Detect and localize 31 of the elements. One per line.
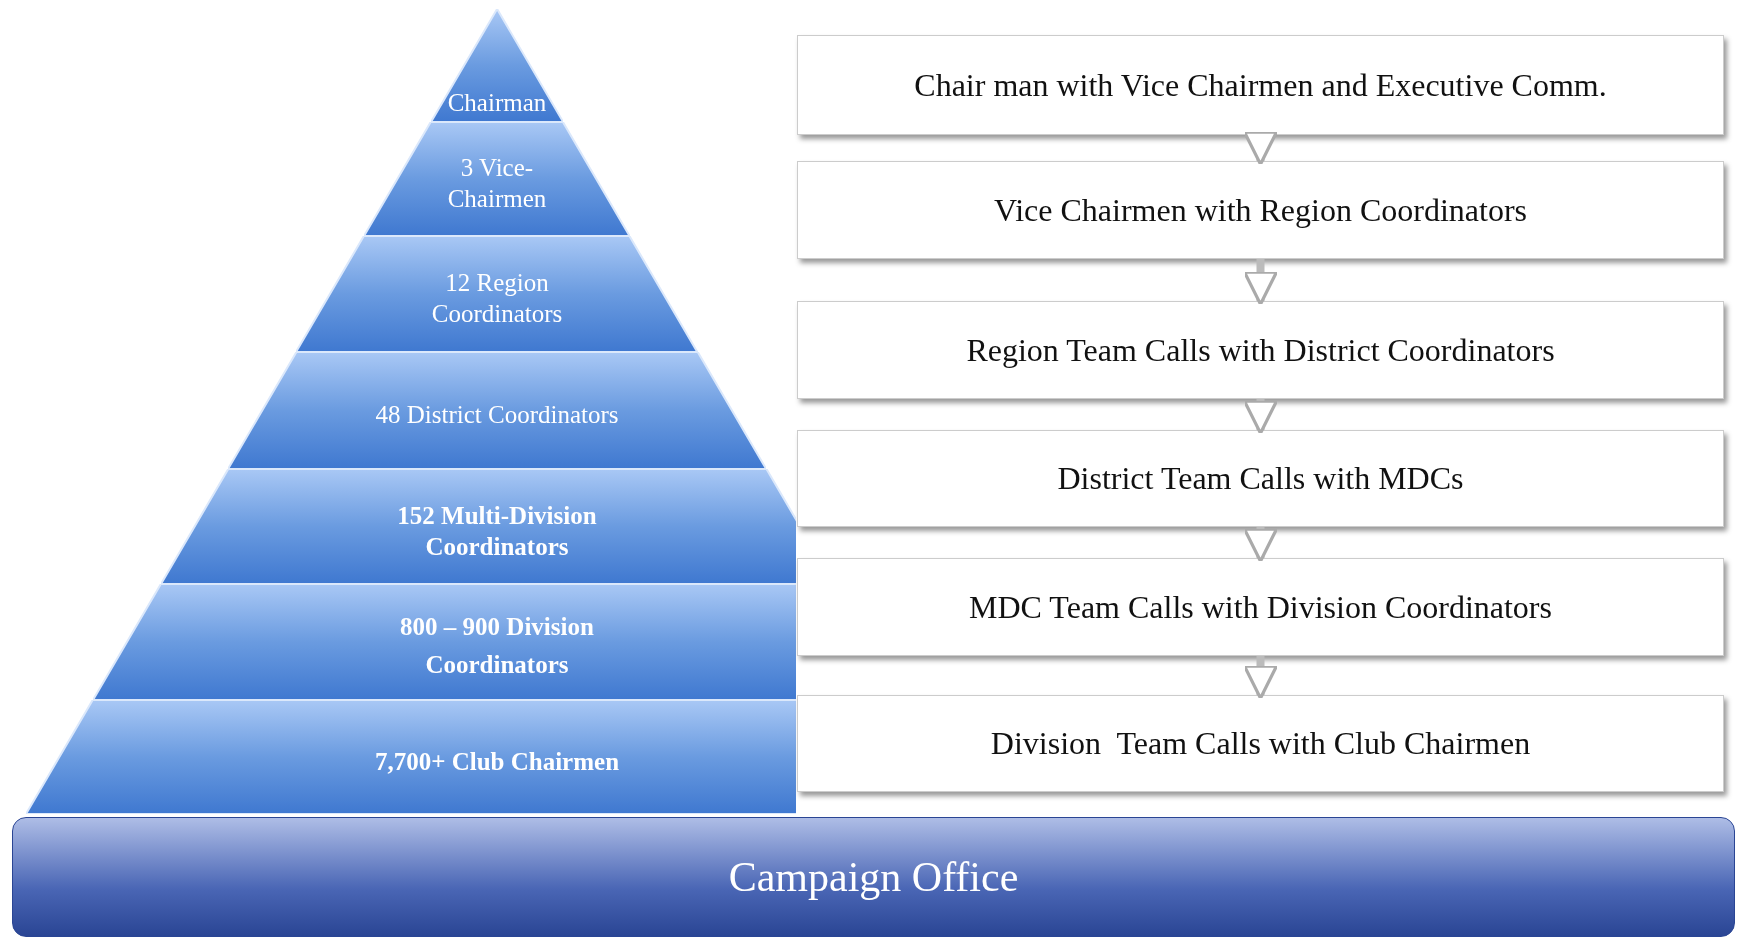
pyramid-level — [160, 469, 796, 584]
level-label: 800 – 900 Division Coordinators — [399, 612, 595, 680]
level-label: Chairman — [446, 88, 548, 118]
arrow — [1242, 399, 1279, 435]
arrow — [1242, 656, 1279, 700]
pyramid-level — [227, 352, 767, 469]
step-box — [797, 161, 1724, 259]
arrow — [1242, 527, 1279, 563]
pyramid-level — [26, 700, 796, 814]
step-box — [797, 558, 1724, 656]
level-label: 3 Vice-Chairmen — [446, 153, 548, 214]
level-label: 152 Multi-Division Coordinators — [396, 500, 598, 562]
level-label: 7,700+ Club Chairmen — [373, 746, 621, 777]
step-box — [797, 695, 1724, 792]
step-label: Division Team Calls with Club Chairmen — [990, 725, 1531, 762]
step-label: Region Team Calls with District Coordinators — [966, 331, 1555, 369]
level-label: 48 District Coordinators — [374, 400, 620, 430]
step-label: MDC Team Calls with Division Coordinators — [969, 588, 1552, 626]
base-bar — [12, 817, 1735, 937]
step-label: Vice Chairmen with Region Coordinators — [993, 191, 1528, 229]
level-label: 12 Region Coordinators — [430, 268, 564, 329]
step-label: District Team Calls with MDCs — [1057, 460, 1464, 497]
step-box — [797, 301, 1724, 399]
pyramid-level — [296, 236, 698, 352]
step-label: Chair man with Vice Chairmen and Executive Comm. — [914, 66, 1607, 104]
base-label: Campaign Office — [728, 853, 1019, 901]
arrow — [1242, 130, 1279, 166]
step-box — [797, 430, 1724, 527]
step-box — [797, 35, 1724, 135]
arrow — [1242, 259, 1279, 306]
pyramid-level — [92, 584, 796, 700]
